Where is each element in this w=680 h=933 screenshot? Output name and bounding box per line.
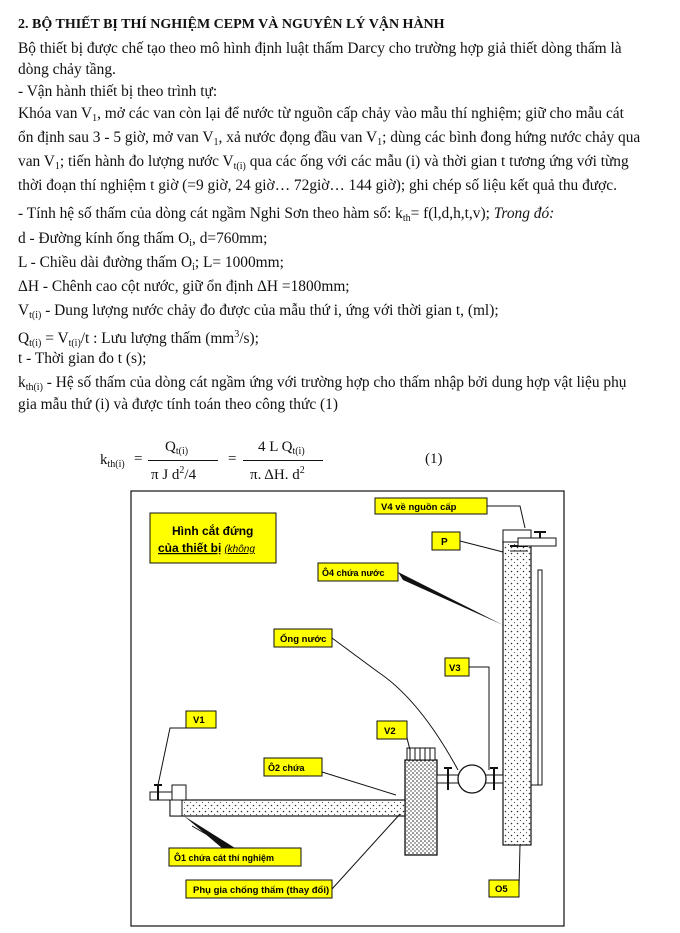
diagram-frame [130, 490, 565, 927]
diagram-title-box [149, 512, 277, 564]
arrow-o1 [184, 816, 235, 848]
section-heading: 2. BỘ THIẾT BỊ THÍ NGHIỆM CEPM VÀ NGUYÊN… [18, 17, 445, 32]
operation-line-3: van V1; tiến hành đo lượng nước Vt(i) qu… [18, 153, 629, 172]
svg-text:Ống nước: Ống nước [280, 633, 326, 645]
param-k-1: kth(i) - Hệ số thấm của dòng cát ngầm ứn… [18, 374, 627, 393]
formula-1: kth(i) = Qt(i) π J d2/4 = 4 L Qt(i) π. Δ… [0, 430, 680, 490]
svg-text:V4 về nguồn cấp: V4 về nguồn cấp [381, 502, 457, 513]
operation-line-4: thời đoạn thí nghiệm t giờ (=9 giờ, 24 g… [18, 177, 617, 194]
diagram-title-line-2: của thiết bị(không [158, 541, 255, 555]
intro-line-1: Bộ thiết bị được chế tạo theo mô hình đị… [18, 40, 622, 57]
svg-text:Ô2 chứa: Ô2 chứa [268, 762, 306, 773]
label-v2 [376, 720, 408, 740]
label-o2 [263, 757, 323, 777]
formula-num-2: 4 L Qt(i) [258, 439, 305, 457]
label-o5 [488, 879, 520, 898]
params-intro: - Tính hệ số thấm của dòng cát ngầm Nghi… [18, 205, 555, 224]
operation-line-2: ổn định sau 3 - 5 giờ, mở van V1, xả nướ… [18, 129, 641, 148]
param-V: Vt(i) - Dung lượng nước chảy đo được của… [18, 302, 499, 321]
formula-den-2: π. ΔH. d2 [250, 465, 305, 483]
diagram-title-line-1: Hình cắt đứng [172, 523, 253, 538]
operation-title: - Vận hành thiết bị theo trình tự: [18, 83, 218, 100]
sample-tube-o1 [169, 799, 406, 817]
top-inlet-pipe [517, 537, 557, 547]
side-tube [537, 569, 543, 786]
formula-eq-2: = [228, 451, 237, 467]
formula-den-1: π J d2/4 [151, 465, 197, 483]
svg-text:Ô1 chứa cát thí nghiệm: Ô1 chứa cát thí nghiệm [174, 852, 274, 863]
column-o4 [502, 539, 532, 846]
svg-text:V2: V2 [384, 726, 396, 737]
param-dH: ΔH - Chênh cao cột nước, giữ ổn định ΔH … [18, 278, 350, 295]
formula-eq-1: = [134, 451, 143, 467]
svg-text:Ô4 chứa nước: Ô4 chứa nước [322, 567, 384, 578]
param-Q: Qt(i) = Vt(i)/t : Lưu lượng thấm (mm3/s)… [18, 329, 259, 350]
svg-text:O5: O5 [495, 884, 508, 895]
container-o2 [404, 759, 438, 856]
svg-text:V1: V1 [193, 715, 205, 726]
param-d: d - Đường kính ống thấm Oi, d=760mm; [18, 230, 268, 249]
svg-text:Phụ gia chống thấm (thay đổi): Phụ gia chống thấm (thay đổi) [193, 885, 329, 896]
param-L: L - Chiều dài đường thấm Oi; L= 1000mm; [18, 254, 284, 273]
valve-v3-body[interactable] [457, 764, 487, 794]
operation-line-1: Khóa van V1, mở các van còn lại để nước … [18, 105, 624, 124]
formula-lhs: kth(i) [100, 452, 125, 470]
formula-num-1: Qt(i) [165, 439, 189, 457]
param-k-2: gia mẫu thứ (i) và được tính toán theo c… [18, 396, 338, 413]
intro-line-2: dòng chảy tầng. [18, 61, 116, 78]
leader-lines [157, 505, 526, 890]
svg-text:P: P [441, 537, 448, 548]
outlet-v1-pipe [149, 791, 173, 801]
arrow-o4 [398, 572, 503, 625]
device-cross-section-diagram: Hình cắt đứng của thiết bị(không V4 về n… [130, 490, 565, 927]
svg-text:V3: V3 [449, 663, 461, 674]
param-t: t - Thời gian đo t (s); [18, 350, 147, 367]
formula-number: (1) [425, 451, 443, 467]
